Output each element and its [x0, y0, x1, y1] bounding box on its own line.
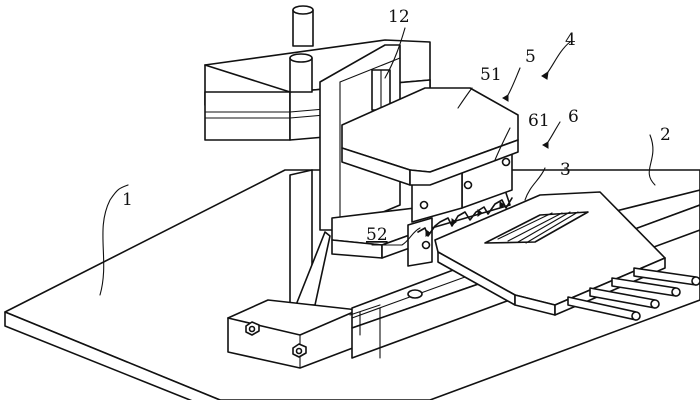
leader-6: [547, 121, 561, 143]
cylinder-bottom: [289, 53, 313, 93]
leader-51: [457, 87, 473, 109]
clamp-teeth: [417, 197, 513, 237]
label-51: 51: [480, 65, 502, 85]
leader-4: [547, 41, 571, 73]
push-rod-2: [589, 287, 660, 309]
push-rod-4: [633, 267, 700, 286]
label-2: 2: [660, 125, 671, 145]
label-52: 52: [366, 225, 388, 245]
arrow-4: [541, 70, 549, 80]
upper-press-block: [341, 87, 519, 186]
leader-52: [371, 227, 421, 246]
leader-lines: [99, 27, 656, 296]
label-5: 5: [525, 47, 536, 67]
arrow-5: [502, 94, 509, 102]
cylinder-top: [292, 5, 314, 47]
foot-bolt-left: [245, 321, 260, 336]
label-61: 61: [528, 111, 550, 131]
leader-12: [384, 27, 406, 79]
label-12: 12: [388, 7, 410, 27]
leader-61: [494, 127, 511, 161]
label-1: 1: [122, 190, 133, 210]
arrow-6: [542, 141, 549, 149]
leader-2: [648, 134, 656, 186]
label-4: 4: [565, 30, 576, 50]
leader-1: [99, 184, 129, 296]
support-column: [227, 169, 359, 369]
foot-bolt-right: [292, 343, 307, 358]
label-6: 6: [568, 107, 579, 127]
mold-block-lower: [407, 217, 433, 267]
push-rod-1: [567, 296, 641, 321]
leader-3: [524, 167, 546, 201]
label-3: 3: [560, 160, 571, 180]
leader-5: [507, 67, 521, 96]
push-rod-3: [611, 277, 681, 297]
